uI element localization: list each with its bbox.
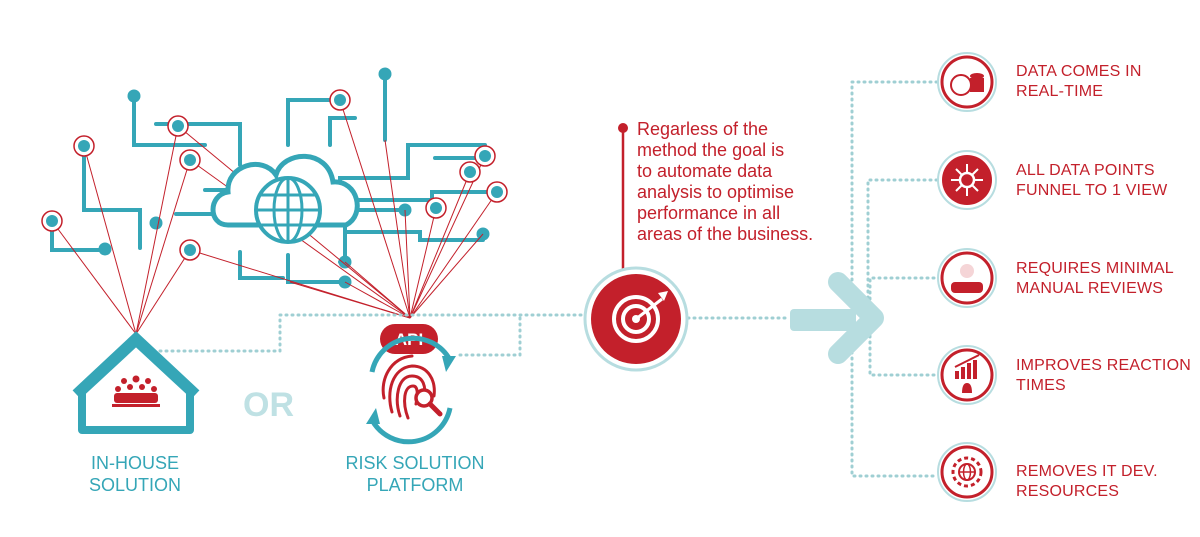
house-with-team-icon [72,331,200,434]
benefit-label-one-view: ALL DATA POINTS FUNNEL TO 1 VIEW [1016,162,1168,199]
statement-marker [618,123,628,285]
dotted-connectors [158,80,940,478]
risk-solution-platform-label: RISK SOLUTION PLATFORM [345,453,485,495]
statement-line: Regarless of the [637,119,769,139]
or-label: OR [243,386,294,424]
statement-line: areas of the business. [637,224,814,244]
arrow-right-icon [790,272,884,364]
benefit-label-minimal-reviews: REQUIRES MINIMAL MANUAL REVIEWS [1016,260,1174,297]
in-house-solution-label: IN-HOUSE SOLUTION [88,453,181,495]
benefit-label-reaction-times: IMPROVES REACTION TIMES [1016,357,1191,394]
gear-globe-icon [937,442,997,502]
benefit-label-it-resources: REMOVES IT DEV. RESOURCES [1016,463,1158,500]
statement-line: performance in all [637,203,781,223]
ringed-nodes [41,89,508,261]
hub-nodes-icon [937,150,997,210]
benefit-label-real-time: DATA COMES IN REAL-TIME [1016,63,1142,100]
goal-statement: Regarless of the method the goal is to a… [637,119,867,245]
statement-line: to automate data [637,161,773,181]
statement-line: method the goal is [637,140,785,160]
timer-database-icon [937,52,997,112]
house-connector-lines [51,125,191,335]
chart-bell-icon [937,345,997,405]
person-icon [937,248,997,308]
cloud-globe-icon [210,153,360,244]
benefit-icons [937,52,997,502]
target-arrow-icon [583,266,689,372]
fingerprint-magnifier-icon: API [366,324,456,445]
statement-line: analysis to optimise [637,182,795,202]
